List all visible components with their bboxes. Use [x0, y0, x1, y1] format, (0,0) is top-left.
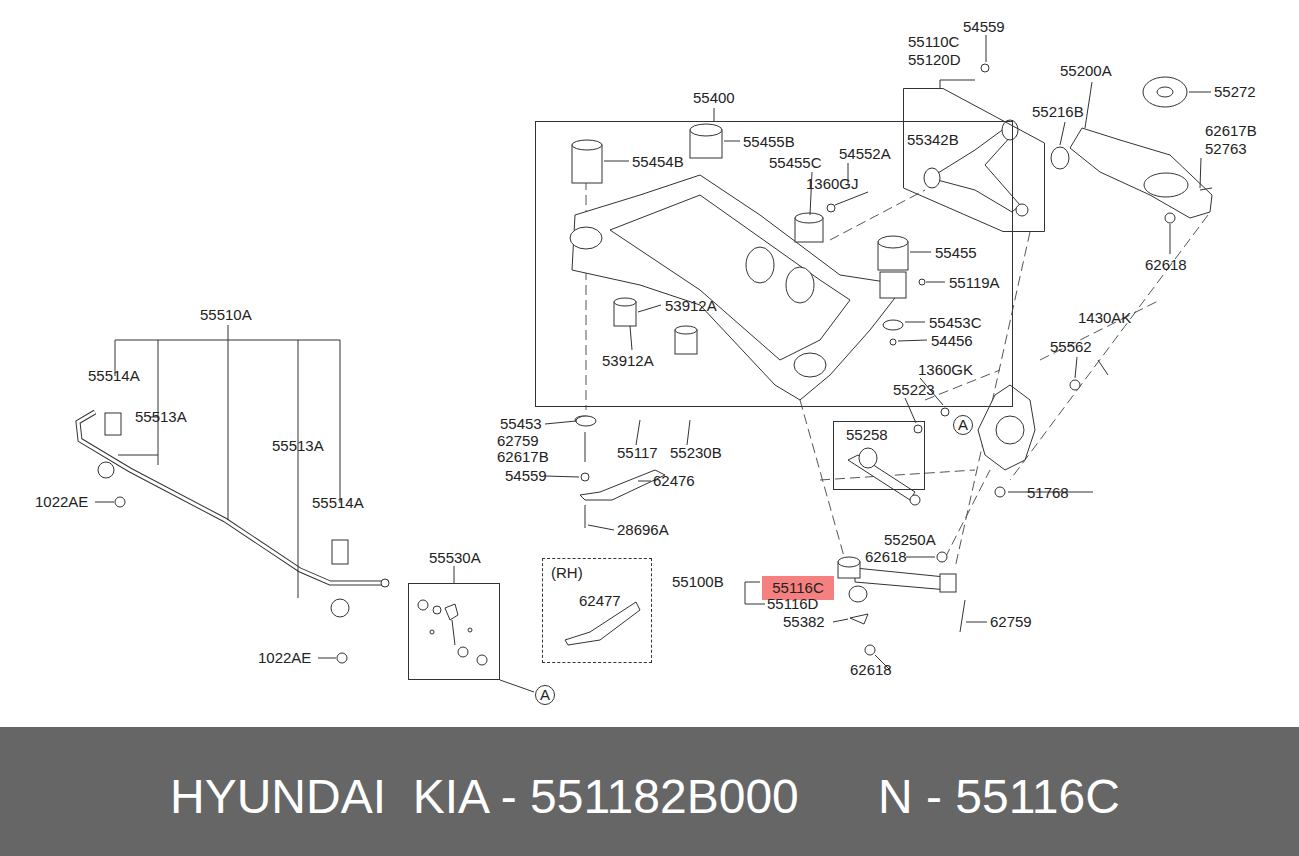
callout-number: 55454B: [632, 153, 684, 171]
callout-number: 55514A: [312, 494, 364, 512]
callout-number: 55120D: [908, 51, 961, 69]
group-outline: [903, 88, 1045, 232]
callout-number: 55272: [1214, 83, 1256, 101]
callout-number: 62618: [865, 548, 907, 566]
callout-number: 55530A: [429, 549, 481, 567]
group-box: 5525855250A: [833, 421, 925, 490]
callout-number: 1022AE: [35, 493, 88, 511]
callout-number: A: [540, 686, 550, 704]
callout-number: 55110C: [908, 33, 959, 51]
callout-number: 54559: [963, 18, 1005, 36]
callout-number: 55250A: [884, 531, 936, 549]
callout-number: 55116C: [772, 579, 823, 597]
callout-number: 62759: [990, 613, 1032, 631]
callout-number: 54559: [505, 467, 547, 485]
callout-number: 53912A: [665, 297, 717, 315]
callout-number: 55562: [1050, 338, 1092, 356]
callout-number: 55117: [617, 444, 658, 462]
callout-number: 55453: [500, 415, 542, 433]
callout-number: 28696A: [617, 521, 669, 539]
callout-number: 55513A: [135, 408, 187, 426]
reference-circle: A: [953, 415, 973, 435]
callout-number: 55200A: [1060, 62, 1112, 80]
callout-number: 55119A: [949, 274, 1000, 292]
callout-number: 53912A: [602, 352, 654, 370]
callout-number: 55342B: [907, 131, 959, 149]
callout-number: 55455: [935, 244, 977, 262]
callout-number: 62618: [850, 661, 892, 679]
callout-number: 55382: [783, 613, 825, 631]
group-box: 55530A: [408, 583, 500, 680]
callout-number: 55116D: [767, 595, 818, 613]
callout-number: 54552A: [839, 145, 891, 163]
callout-number: 1360GJ: [806, 175, 859, 193]
callout-number: 62759: [497, 432, 539, 450]
reference-circle: A: [535, 685, 555, 705]
callout-number: 55230B: [670, 444, 722, 462]
callout-number: 62617B: [1205, 122, 1257, 140]
callout-number: 55455C: [769, 154, 822, 172]
callout-number: 55223: [893, 381, 935, 399]
caption-band: HYUNDAI KIA - 551182B000 N - 55116C: [0, 727, 1299, 856]
callout-number: 55216B: [1032, 103, 1084, 121]
callout-number: 62477: [579, 592, 621, 610]
callout-number: 62476: [653, 472, 695, 490]
callout-number: 55453C: [929, 314, 982, 332]
callout-number: 55400: [693, 89, 735, 107]
part-number-caption: N - 55116C: [878, 769, 1120, 825]
callout-number: 55514A: [88, 367, 140, 385]
callout-number: A: [958, 416, 968, 434]
callout-number: 1360GK: [918, 361, 973, 379]
callout-number: 52763: [1205, 140, 1247, 158]
callout-number: 62618: [1145, 256, 1187, 274]
group-box: 55110C55120D55342B: [903, 88, 1045, 232]
callout-number: 51768: [1027, 484, 1069, 502]
callout-number: 54456: [931, 332, 973, 350]
callout-number: 55100B: [672, 573, 724, 591]
variant-box: (RH) 62477: [542, 558, 652, 663]
callout-number: 55258: [846, 426, 888, 444]
callout-number: 62617B: [497, 448, 549, 466]
callout-number: 55513A: [272, 437, 324, 455]
callout-number: 1430AK: [1078, 309, 1131, 327]
part-number-caption: HYUNDAI KIA - 551182B000: [170, 769, 799, 825]
callout-number: 55510A: [200, 306, 252, 324]
callout-number: 1022AE: [258, 649, 311, 667]
callout-number: (RH): [551, 564, 583, 582]
callout-number: 55455B: [743, 133, 795, 151]
